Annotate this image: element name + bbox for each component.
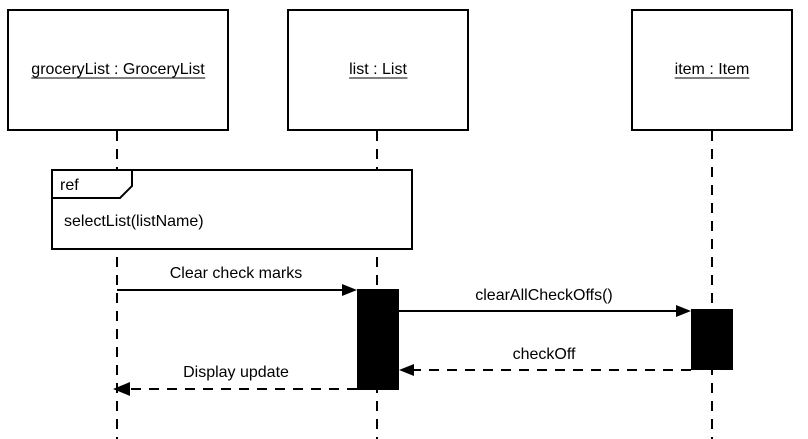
- message-display-update-return[interactable]: Display update: [113, 364, 357, 396]
- message-checkoff-return[interactable]: checkOff: [399, 346, 691, 376]
- message-label: checkOff: [513, 346, 576, 363]
- participant-box: [287, 9, 469, 131]
- message-label: clearAllCheckOffs(): [475, 287, 613, 304]
- arrowhead-filled: [342, 284, 357, 296]
- message-label: Clear check marks: [170, 265, 302, 282]
- participant-list[interactable]: list : List: [287, 9, 469, 131]
- message-label: Display update: [183, 364, 289, 381]
- participant-grocerylist[interactable]: groceryList : GroceryList: [7, 9, 229, 131]
- participant-box: [7, 9, 229, 131]
- message-clear-check-marks[interactable]: Clear check marks: [117, 265, 357, 296]
- arrowhead-filled: [399, 364, 414, 376]
- arrowhead-filled: [113, 382, 130, 396]
- ref-frame-tag: ref: [60, 177, 79, 194]
- participant-label: groceryList : GroceryList: [31, 61, 205, 78]
- arrowhead-filled: [676, 305, 691, 317]
- participant-label: list : List: [349, 61, 407, 78]
- ref-frame-content: selectList(listName): [64, 213, 204, 230]
- participant-label: item : Item: [675, 61, 750, 78]
- message-clear-all-check-offs[interactable]: clearAllCheckOffs(): [399, 287, 691, 317]
- activation-bar-item: [691, 309, 733, 370]
- ref-frame[interactable]: ref selectList(listName): [51, 169, 413, 250]
- ref-frame-box: [51, 169, 413, 250]
- participant-box: [631, 9, 793, 131]
- participant-item[interactable]: item : Item: [631, 9, 793, 131]
- ref-frame-tag-shape: [52, 170, 133, 199]
- activation-bar-list: [357, 289, 399, 390]
